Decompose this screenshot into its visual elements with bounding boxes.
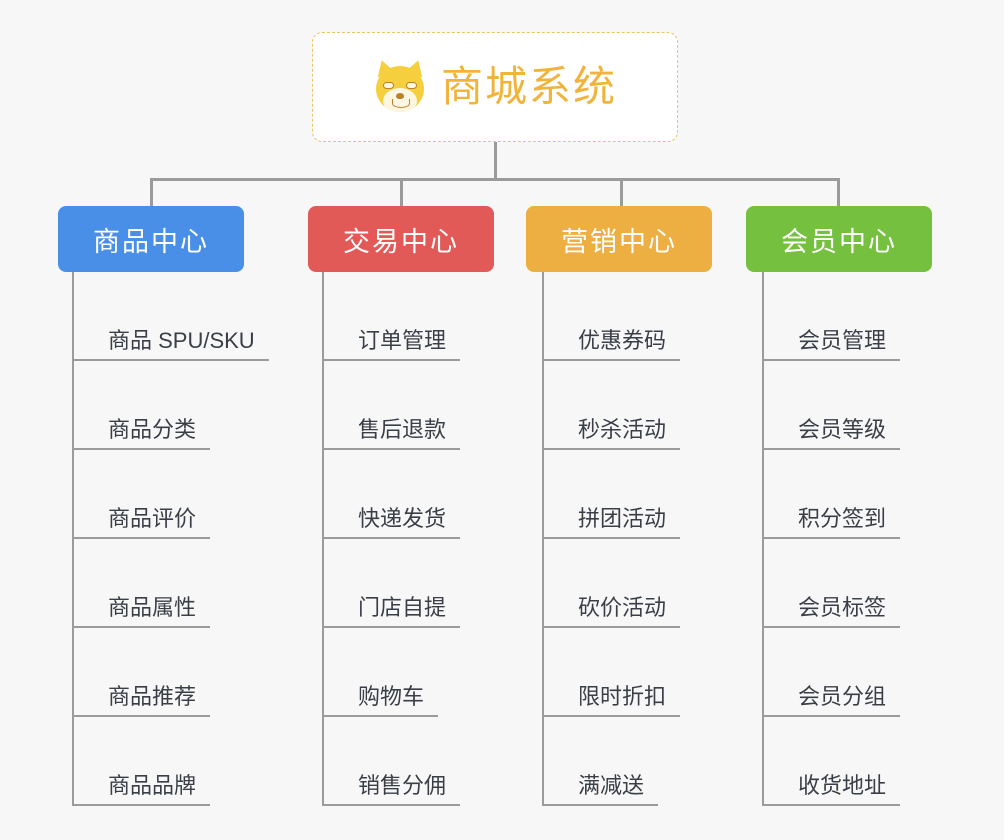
category-header-label: 营销中心 xyxy=(561,226,677,257)
leaf-item-label: 积分签到 xyxy=(798,506,887,531)
leaf-item-rule xyxy=(762,804,900,806)
root-title: 商城系统 xyxy=(440,63,617,110)
branch-spine xyxy=(762,272,764,806)
connector-drop-4 xyxy=(837,178,840,208)
leaf-item-label: 收货地址 xyxy=(798,773,887,798)
leaf-item-rule xyxy=(542,359,680,361)
leaf-item-rule xyxy=(322,715,438,717)
leaf-item[interactable]: 商品分类 xyxy=(72,361,210,450)
category-header-1[interactable]: 交易中心 xyxy=(308,206,494,272)
leaf-item-label: 秒杀活动 xyxy=(578,417,667,442)
leaf-item-label: 会员标签 xyxy=(798,595,887,620)
category-header-label: 商品中心 xyxy=(93,226,209,257)
leaf-item-label: 商品评价 xyxy=(108,506,197,531)
leaf-item[interactable]: 商品评价 xyxy=(72,450,210,539)
leaf-item[interactable]: 快递发货 xyxy=(322,450,460,539)
leaf-item-label: 会员分组 xyxy=(798,684,887,709)
leaf-item-rule xyxy=(762,537,900,539)
leaf-item[interactable]: 商品 SPU/SKU xyxy=(72,272,269,361)
leaf-item-label: 砍价活动 xyxy=(578,595,667,620)
leaf-item-rule xyxy=(322,804,460,806)
leaf-item-rule xyxy=(322,448,460,450)
leaf-item-rule xyxy=(762,715,900,717)
leaf-item-label: 商品品牌 xyxy=(108,773,197,798)
leaf-item-label: 商品推荐 xyxy=(108,684,197,709)
leaf-item-label: 快递发货 xyxy=(358,506,447,531)
leaf-item[interactable]: 售后退款 xyxy=(322,361,460,450)
leaf-item[interactable]: 秒杀活动 xyxy=(542,361,680,450)
category-header-3[interactable]: 会员中心 xyxy=(746,206,932,272)
leaf-item[interactable]: 销售分佣 xyxy=(322,717,460,806)
leaf-item[interactable]: 订单管理 xyxy=(322,272,460,361)
branch-spine xyxy=(542,272,544,806)
leaf-item[interactable]: 门店自提 xyxy=(322,539,460,628)
leaf-item[interactable]: 砍价活动 xyxy=(542,539,680,628)
leaf-item-label: 订单管理 xyxy=(358,328,447,353)
leaf-item-label: 满减送 xyxy=(578,773,645,798)
shiba-dog-icon xyxy=(373,57,427,114)
leaf-item[interactable]: 满减送 xyxy=(542,717,658,806)
category-header-label: 交易中心 xyxy=(343,226,459,257)
branch-spine xyxy=(72,272,74,806)
leaf-item-rule xyxy=(542,715,680,717)
leaf-item-label: 售后退款 xyxy=(358,417,447,442)
leaf-item-label: 优惠券码 xyxy=(578,328,667,353)
leaf-item[interactable]: 收货地址 xyxy=(762,717,900,806)
leaf-item[interactable]: 商品属性 xyxy=(72,539,210,628)
leaf-item-label: 商品属性 xyxy=(108,595,197,620)
leaf-item-rule xyxy=(542,537,680,539)
leaf-item-rule xyxy=(72,359,269,361)
leaf-item-rule xyxy=(322,359,460,361)
leaf-item-rule xyxy=(762,626,900,628)
leaf-item-label: 会员等级 xyxy=(798,417,887,442)
leaf-item-rule xyxy=(762,448,900,450)
leaf-item[interactable]: 商品推荐 xyxy=(72,628,210,717)
leaf-item-rule xyxy=(72,804,210,806)
leaf-item-rule xyxy=(542,626,680,628)
leaf-item[interactable]: 会员分组 xyxy=(762,628,900,717)
leaf-item[interactable]: 限时折扣 xyxy=(542,628,680,717)
connector-horizontal-bus xyxy=(150,178,840,181)
leaf-item-label: 拼团活动 xyxy=(578,506,667,531)
leaf-item[interactable]: 积分签到 xyxy=(762,450,900,539)
leaf-item-label: 商品 SPU/SKU xyxy=(108,328,255,353)
root-node-shop-system[interactable]: 商城系统 xyxy=(312,32,678,142)
leaf-item[interactable]: 会员标签 xyxy=(762,539,900,628)
leaf-item-rule xyxy=(762,359,900,361)
leaf-item[interactable]: 会员管理 xyxy=(762,272,900,361)
leaf-item-rule xyxy=(72,715,210,717)
leaf-item-rule xyxy=(72,537,210,539)
leaf-item-rule xyxy=(322,537,460,539)
leaf-item-label: 会员管理 xyxy=(798,328,887,353)
leaf-item[interactable]: 会员等级 xyxy=(762,361,900,450)
connector-drop-1 xyxy=(150,178,153,208)
connector-drop-2 xyxy=(400,178,403,208)
leaf-item-rule xyxy=(322,626,460,628)
connector-drop-3 xyxy=(620,178,623,208)
leaf-item-rule xyxy=(542,448,680,450)
leaf-item-label: 商品分类 xyxy=(108,417,197,442)
leaf-item-label: 销售分佣 xyxy=(358,773,447,798)
leaf-item[interactable]: 购物车 xyxy=(322,628,438,717)
connector-root-stem xyxy=(494,142,497,180)
leaf-item-label: 门店自提 xyxy=(358,595,447,620)
category-header-0[interactable]: 商品中心 xyxy=(58,206,244,272)
leaf-item[interactable]: 商品品牌 xyxy=(72,717,210,806)
leaf-item-rule xyxy=(542,804,658,806)
category-header-2[interactable]: 营销中心 xyxy=(526,206,712,272)
leaf-item-rule xyxy=(72,626,210,628)
leaf-item-rule xyxy=(72,448,210,450)
leaf-item-label: 限时折扣 xyxy=(578,684,667,709)
leaf-item[interactable]: 优惠券码 xyxy=(542,272,680,361)
branch-spine xyxy=(322,272,324,806)
category-header-label: 会员中心 xyxy=(781,226,897,257)
leaf-item-label: 购物车 xyxy=(358,684,425,709)
leaf-item[interactable]: 拼团活动 xyxy=(542,450,680,539)
